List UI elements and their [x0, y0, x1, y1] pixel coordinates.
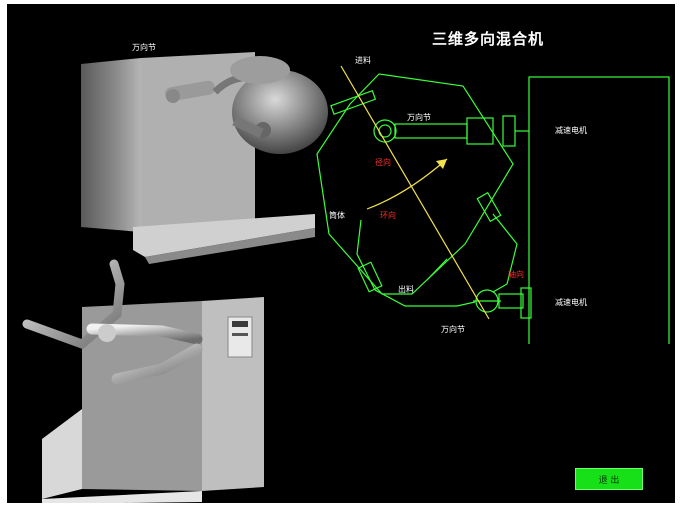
motor-label-bottom: 减速电机 [555, 298, 587, 307]
rotation-axis [340, 65, 490, 320]
mixer-3d-render [81, 52, 328, 264]
circumferential-label: 环向 [380, 211, 396, 220]
axial-label: 轴向 [508, 270, 524, 279]
joint-label-top: 万向节 [407, 113, 431, 122]
motor-label-top: 减速电机 [555, 126, 587, 135]
discharge-label: 出料 [398, 285, 414, 294]
joint-label-bottom: 万向节 [441, 325, 465, 334]
page-title: 三维多向混合机 [432, 30, 545, 48]
mixer-photo [22, 259, 264, 503]
circumferential-arrow [366, 158, 448, 210]
main-screen: 三维多向混合机 万向节 [7, 4, 675, 503]
mixer-schematic [316, 65, 670, 344]
drum-body-label: 筒体 [329, 211, 345, 220]
joint-label-photo: 万向节 [132, 43, 156, 52]
radial-label: 径向 [375, 158, 391, 167]
motor-housing [528, 76, 670, 344]
feed-label: 进料 [355, 56, 371, 65]
exit-button[interactable]: 退 出 [575, 468, 643, 490]
